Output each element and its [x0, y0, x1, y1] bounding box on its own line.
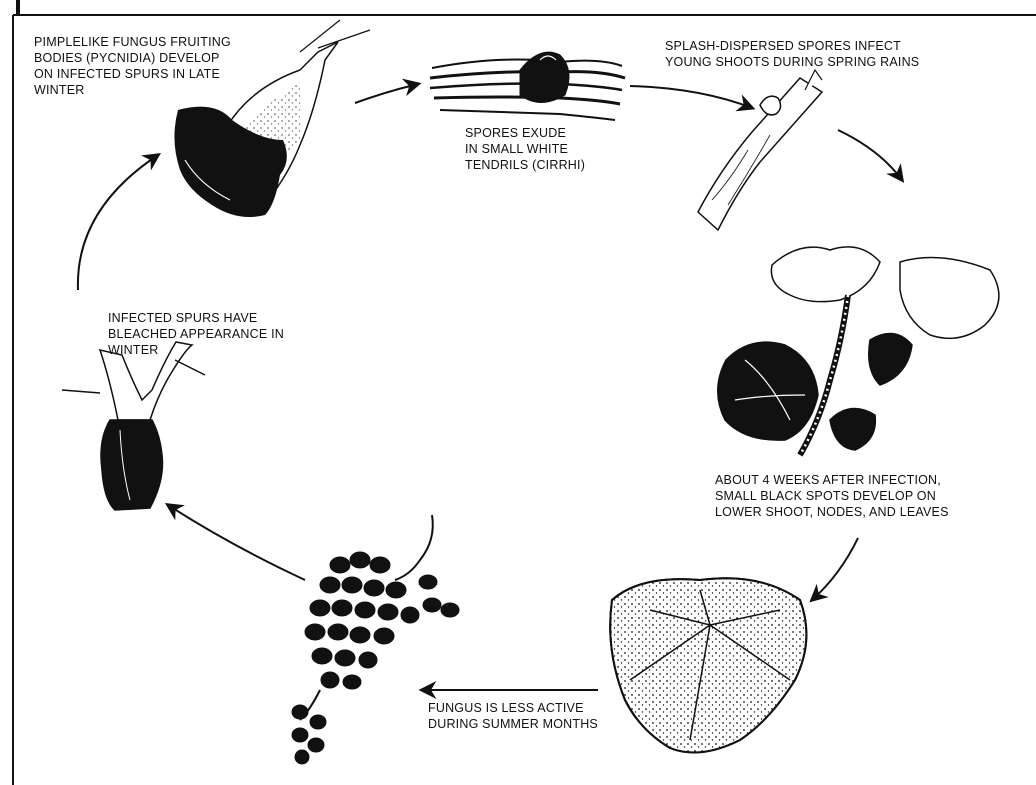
bleached-spur-illustration [62, 342, 205, 510]
label-splash-dispersal: SPLASH-DISPERSED SPORES INFECT YOUNG SHO… [665, 38, 919, 70]
label-black-spots: ABOUT 4 WEEKS AFTER INFECTION, SMALL BLA… [715, 472, 949, 520]
shoot-with-black-spots-illustration [718, 247, 999, 455]
arrow-pycnidia-to-cirrhi [355, 84, 418, 103]
label-pycnidia: PIMPLELIKE FUNGUS FRUITING BODIES (PYCNI… [34, 34, 231, 98]
label-bleached-spurs: INFECTED SPURS HAVE BLEACHED APPEARANCE … [108, 310, 284, 358]
young-shoot-illustration [698, 70, 822, 230]
arrow-spots-to-leaf [812, 538, 858, 600]
arrow-splash-to-shoot [838, 130, 902, 180]
arrow-bleached-to-pycnidia [78, 155, 158, 290]
label-cirrhi: SPORES EXUDE IN SMALL WHITE TENDRILS (CI… [465, 125, 585, 173]
label-summer: FUNGUS IS LESS ACTIVE DURING SUMMER MONT… [428, 700, 598, 732]
spore-tendrils-illustration [430, 52, 625, 120]
arrow-cirrhi-to-splash [630, 86, 752, 108]
spotted-leaf-illustration [610, 578, 806, 752]
figure-frame [13, 0, 1036, 785]
arrow-grapes-to-bleached [168, 505, 305, 580]
